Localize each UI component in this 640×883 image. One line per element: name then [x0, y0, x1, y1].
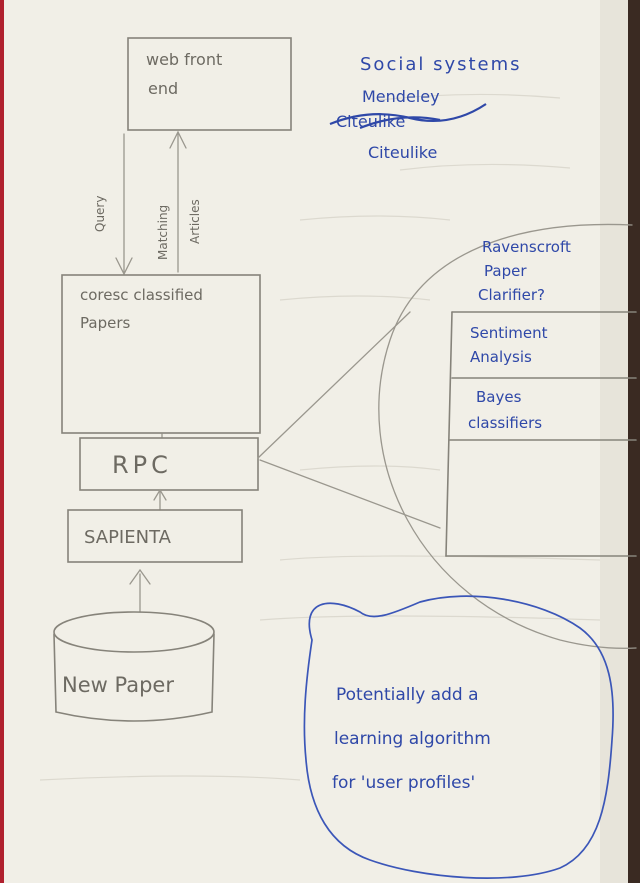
web-front-end-box [127, 37, 292, 131]
bayes-classifiers-label: Bayes [476, 388, 522, 406]
coresc-papers-label-2: Papers [80, 314, 130, 332]
matching-articles-label-2: Articles [188, 199, 202, 244]
coresc-papers-box [61, 274, 261, 434]
citeulike-label: Citeulike [368, 143, 437, 162]
classifier-title-3: Clarifier? [478, 286, 545, 304]
note-line-1: Potentially add a [336, 685, 478, 705]
classifier-title-2: Paper [484, 262, 527, 280]
note-bubble [303, 595, 614, 879]
rpc-label: RPC [112, 451, 172, 479]
coresc-papers-label: coresc classified [80, 286, 203, 304]
bayes-classifiers-label-2: classifiers [468, 414, 542, 432]
mendeley-label: Mendeley [362, 87, 440, 106]
rpc-box [79, 437, 259, 491]
strike-through-scribble [329, 103, 487, 130]
sentiment-analysis-label-2: Analysis [470, 348, 532, 366]
classifier-title: Ravenscroft [482, 238, 571, 256]
sapienta-box [67, 509, 243, 563]
faint-back-writing [39, 93, 601, 781]
classifier-panel [445, 311, 637, 557]
zoom-line-bottom [259, 459, 441, 529]
red-margin-edge [0, 0, 4, 883]
note-line-3: for 'user profiles' [332, 773, 475, 793]
sentiment-analysis-label: Sentiment [470, 324, 548, 342]
web-front-end-label: web front [146, 50, 222, 69]
new-paper-label: New Paper [62, 673, 174, 697]
paper-shadow-right [600, 0, 628, 883]
query-label: Query [93, 196, 107, 232]
zoom-circle [378, 223, 637, 649]
matching-articles-label: Matching [156, 205, 170, 260]
zoom-line-top [257, 311, 411, 459]
note-line-2: learning algorithm [334, 729, 491, 749]
social-systems-heading: Social systems [360, 54, 522, 75]
sapienta-to-rpc-arrowhead [153, 488, 167, 501]
matching-articles-arrowhead [169, 130, 187, 149]
web-front-end-label-2: end [148, 79, 178, 98]
new-paper-cylinder [53, 611, 215, 722]
query-arrowhead [115, 257, 133, 276]
new-paper-to-sapienta-arrowhead [129, 568, 151, 585]
sapienta-label: SAPIENTA [84, 527, 172, 548]
